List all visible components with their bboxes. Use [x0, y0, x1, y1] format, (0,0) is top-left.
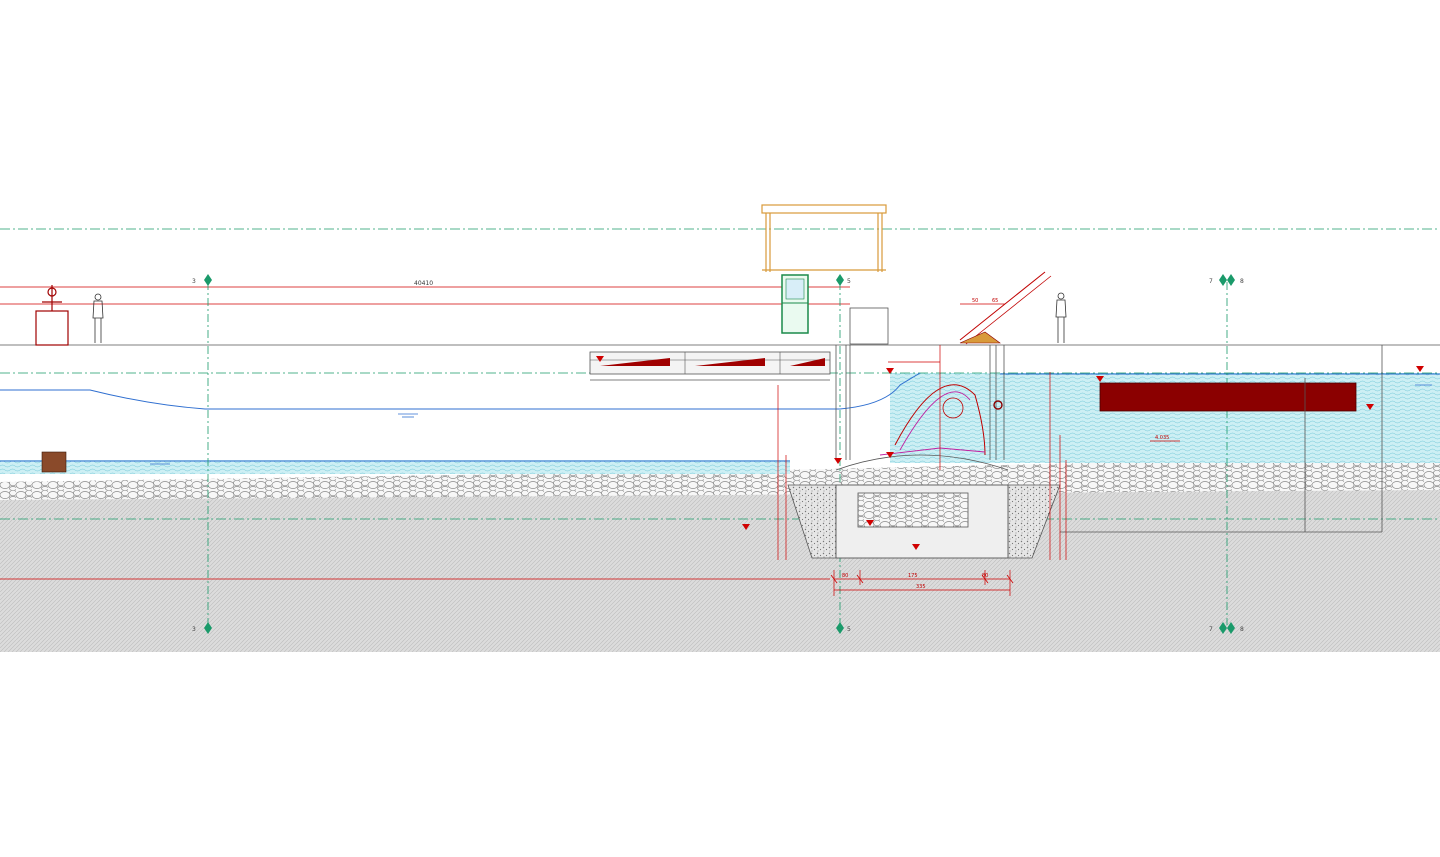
- riprap-band: [0, 455, 1440, 500]
- grid-marker-3-bottom: 3: [192, 622, 212, 634]
- water-level-label: 4.035: [1155, 435, 1169, 441]
- grid-label-7-bottom: 7: [1209, 626, 1213, 633]
- grid-label-8-top: 8: [1240, 278, 1244, 285]
- ground-fill: [0, 490, 1440, 652]
- grid-marker-5-bottom: 5: [836, 622, 851, 634]
- grid-label-3-bottom: 3: [192, 626, 196, 633]
- foundation-trench: [787, 454, 1061, 559]
- grid-marker-7-top: 7 8: [1209, 274, 1244, 286]
- water-left: [0, 460, 790, 474]
- grid-marker-5-top: 5: [836, 274, 851, 286]
- span-dim-b: 65: [992, 298, 998, 304]
- right-wall: [1060, 345, 1383, 533]
- base-dimension-lines: [833, 570, 1011, 596]
- water-surface-curve: [0, 372, 921, 410]
- grid-marker-3-top: 3: [192, 274, 212, 286]
- base-dim-right: 80: [982, 573, 988, 579]
- red-beam: [1099, 382, 1357, 412]
- walkway-bridge: [589, 351, 831, 381]
- grid-label-3-top: 3: [192, 278, 196, 285]
- vertical-dimensions: [777, 303, 1067, 560]
- top-dimension-label: 40410: [414, 280, 433, 287]
- operator-cabin: [761, 204, 887, 272]
- span-dim-a: 50: [972, 298, 978, 304]
- left-gate-structure: [35, 285, 69, 346]
- grid-label-5-top: 5: [847, 278, 851, 285]
- base-dim-mid: 175: [908, 573, 918, 579]
- base-dim-total: 335: [916, 584, 926, 590]
- grid-label-8-bottom: 8: [1240, 626, 1244, 633]
- dimension-ticks: [830, 574, 1014, 584]
- person-figure-right: [1055, 292, 1067, 343]
- grid-label-7-top: 7: [1209, 278, 1213, 285]
- grid-label-5-bottom: 5: [847, 626, 851, 633]
- base-dim-left: 80: [842, 573, 848, 579]
- cabin-side-box: [849, 307, 889, 345]
- level-markers: [596, 356, 1424, 550]
- cabin-door: [781, 274, 809, 334]
- person-figure-left: [92, 293, 104, 343]
- grid-marker-7-bottom: 7 8: [1209, 622, 1244, 634]
- concrete-block: [41, 451, 67, 473]
- central-pier: [835, 345, 1005, 460]
